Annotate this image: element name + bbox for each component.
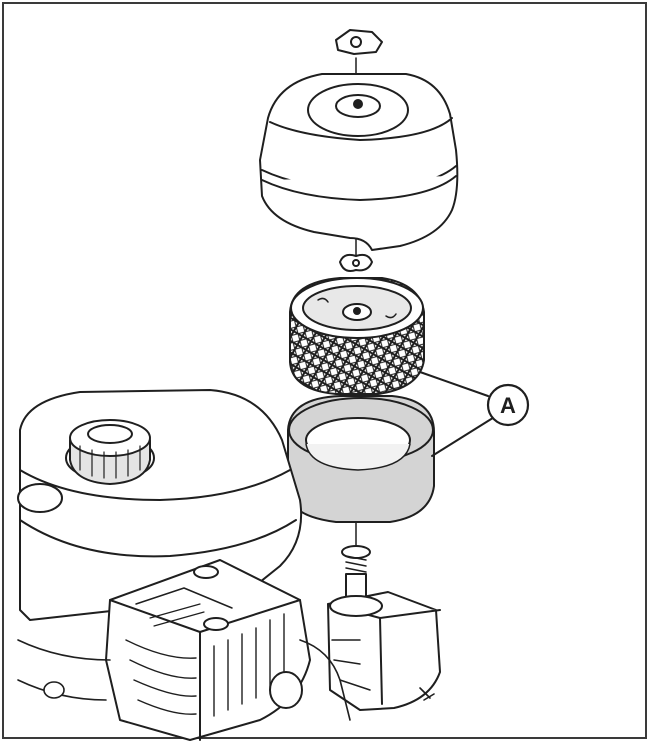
engine-lower-detail-icon xyxy=(17,639,435,721)
cover-bolt-icon xyxy=(335,29,383,55)
paper-filter-element-icon xyxy=(289,277,425,395)
callout-leader-lines xyxy=(419,371,497,457)
fuel-cap-icon xyxy=(65,419,155,485)
engine-block-icon xyxy=(105,559,311,741)
air-cleaner-cover-icon xyxy=(259,73,459,251)
fuel-tank-fitting-icon xyxy=(17,483,63,513)
fuel-tank-icon xyxy=(19,389,303,621)
wing-nut-icon xyxy=(339,253,373,272)
callout-a-label: A xyxy=(500,393,516,418)
foam-filter-element-icon xyxy=(287,395,435,523)
air-cleaner-base-icon xyxy=(327,591,441,711)
callout-a: A xyxy=(486,383,530,427)
